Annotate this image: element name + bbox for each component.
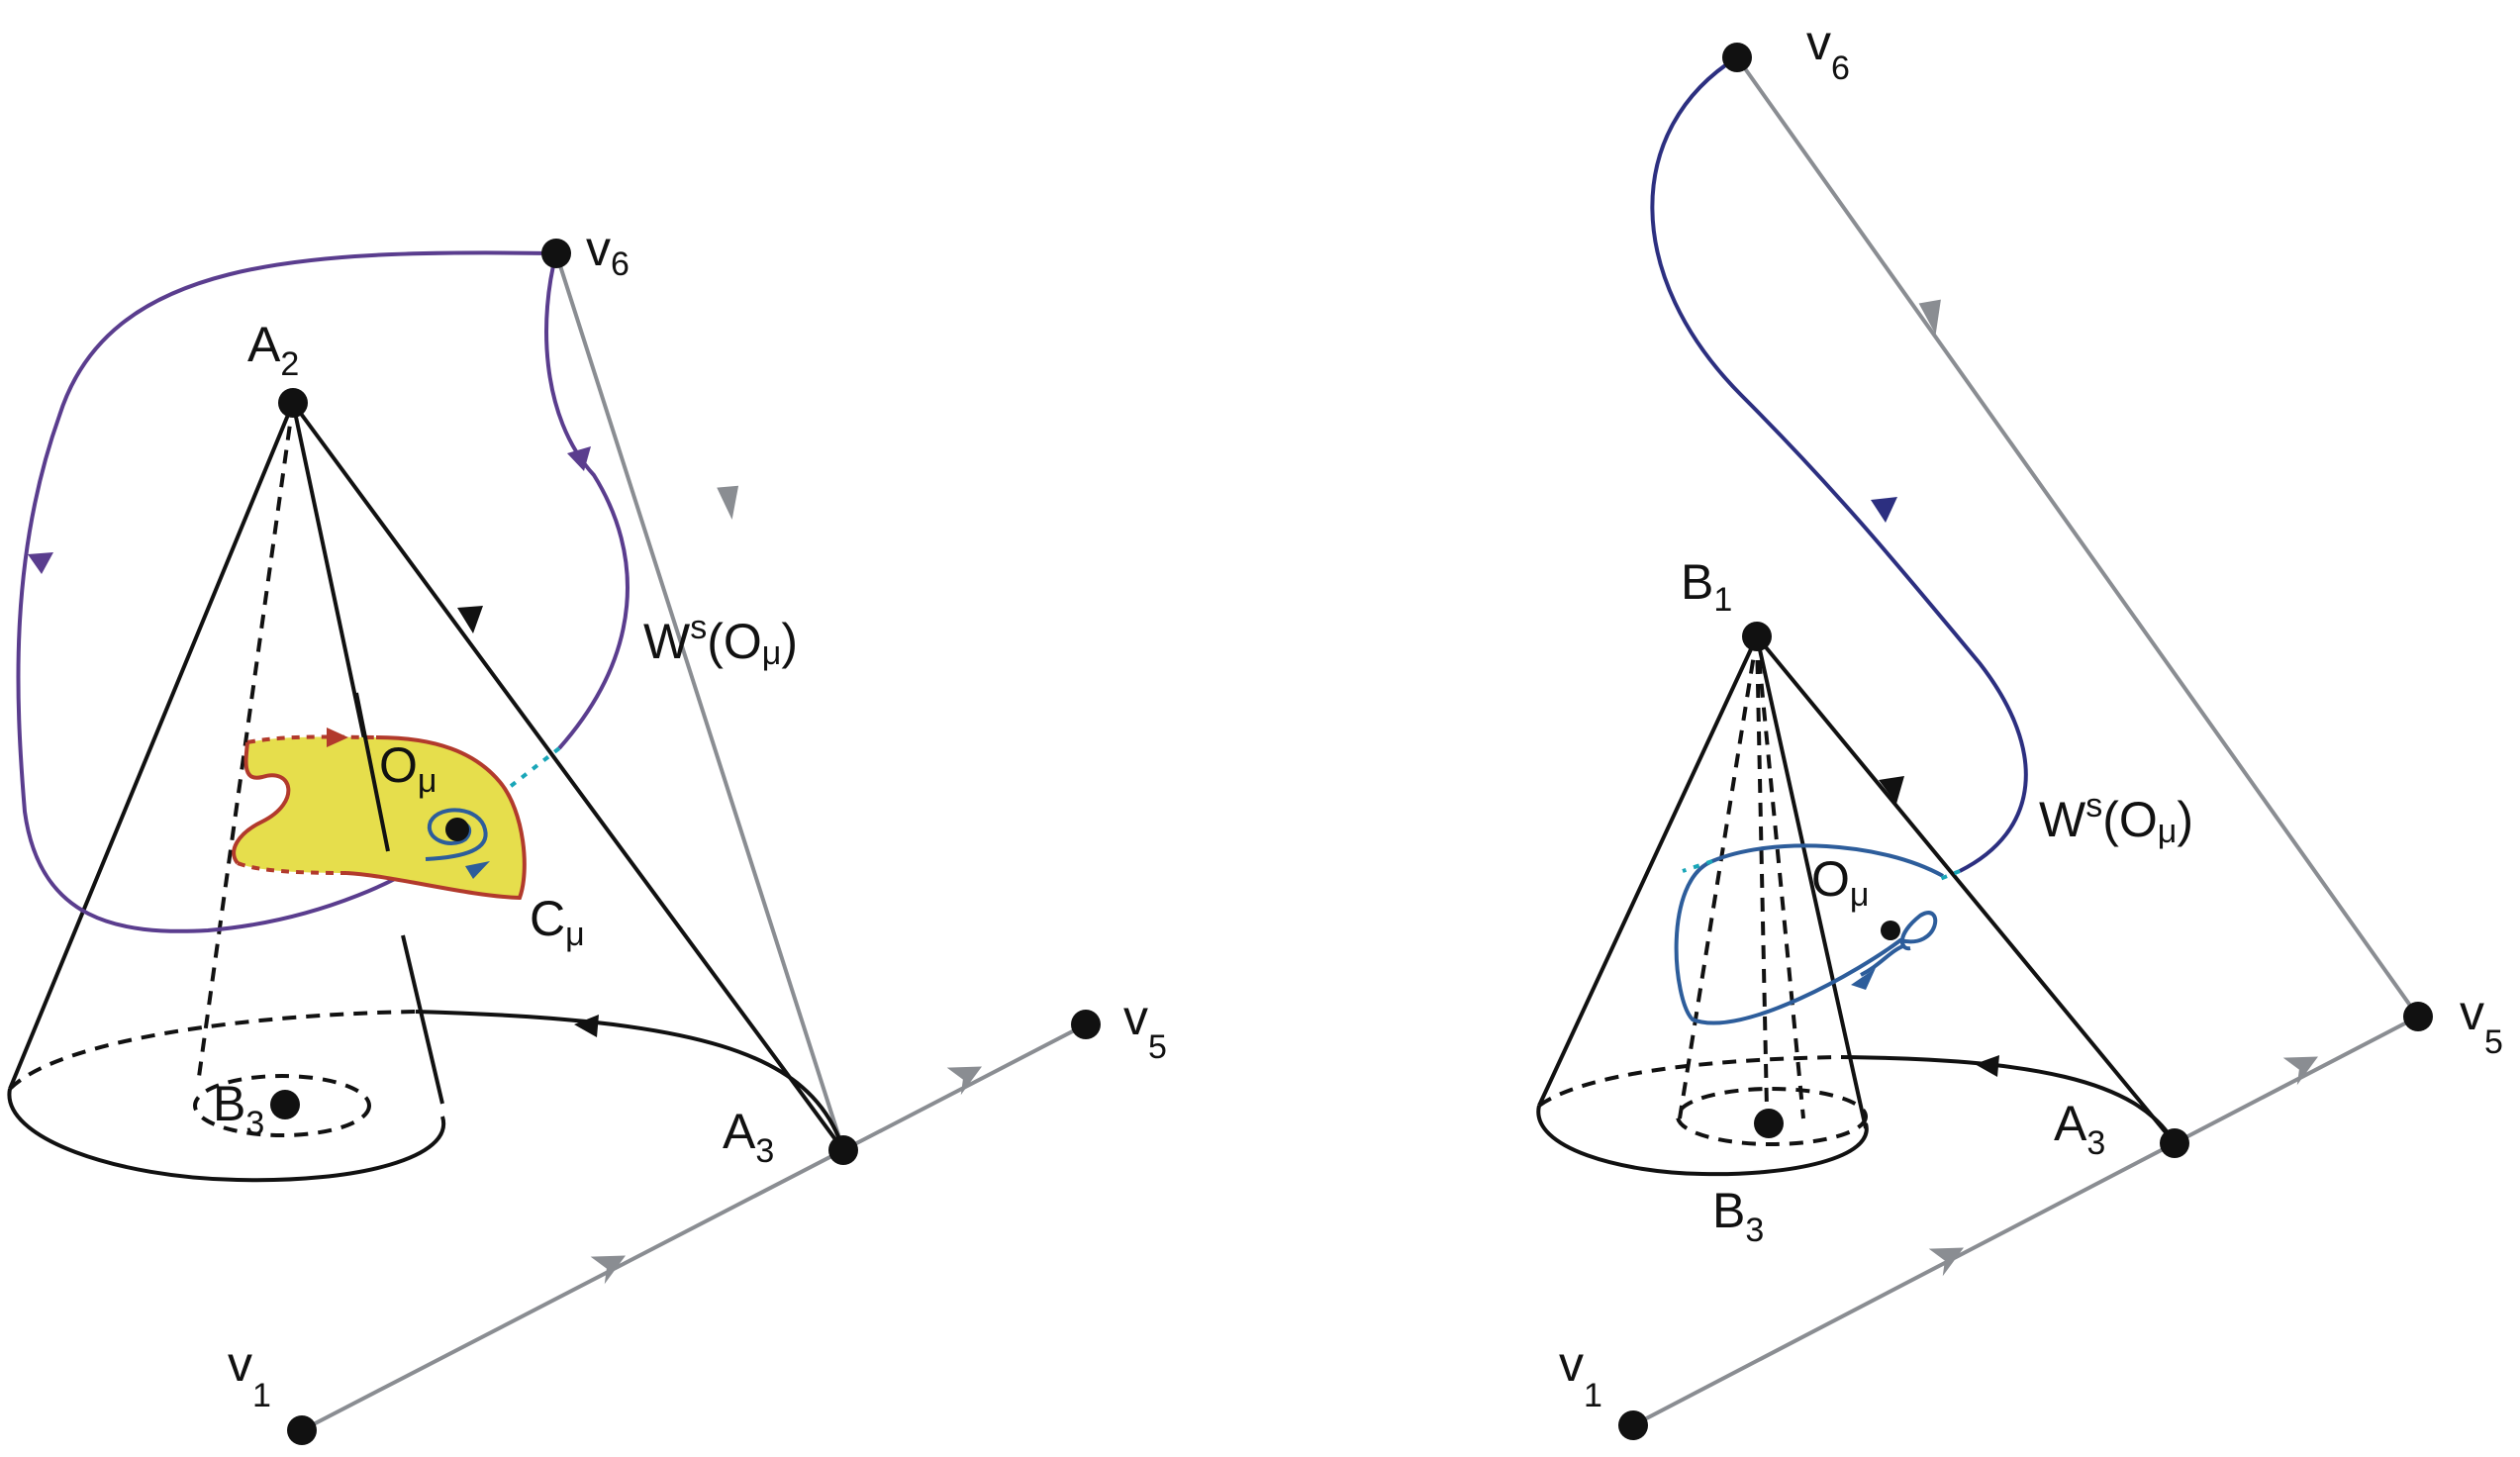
right-trajectory-a3-to-cone xyxy=(1840,1055,2177,1144)
left-label-c-mu: Cμ xyxy=(530,891,585,953)
left-spiral xyxy=(425,808,488,861)
right-label-a3: A3 xyxy=(2054,1096,2105,1162)
left-point-b3 xyxy=(270,1090,300,1119)
left-cone-edge-over-region xyxy=(354,692,390,852)
right-dotted-link xyxy=(1939,869,1961,881)
left-connection-v1-a3 xyxy=(301,1148,844,1432)
left-arrow-v1-a3 xyxy=(590,1255,627,1285)
right-arrow-spiral xyxy=(1851,968,1876,990)
right-arrow-v6-v5 xyxy=(1918,299,1941,335)
left-arrow-a3-v5 xyxy=(946,1066,983,1096)
right-spiral xyxy=(1674,843,1944,1025)
left-label-a2: A2 xyxy=(247,317,299,383)
left-label-v1: v1 xyxy=(228,1336,271,1414)
right-stable-manifold xyxy=(1650,55,2028,873)
right-label-v5: v5 xyxy=(2460,985,2503,1061)
right-label-v1: v1 xyxy=(1559,1336,1602,1414)
left-label-o-mu: Oμ xyxy=(379,737,437,800)
right-point-v6 xyxy=(1722,43,1752,72)
left-label-v6: v6 xyxy=(586,221,630,283)
left-panel: v6 A2 Ws(Oμ) Oμ Cμ v5 B3 A3 v1 xyxy=(7,221,1167,1445)
right-connection-v1-a3 xyxy=(1632,1141,2176,1427)
right-point-v5 xyxy=(2403,1002,2433,1031)
left-connection-v6-a3 xyxy=(554,252,845,1151)
right-arrow-v1-a3 xyxy=(1928,1247,1965,1277)
left-arrow-a2-a3 xyxy=(457,606,483,633)
right-point-a3 xyxy=(2160,1128,2189,1158)
left-point-a3 xyxy=(828,1135,858,1165)
right-point-o-mu xyxy=(1881,921,1900,940)
left-point-v6 xyxy=(541,239,571,268)
right-connection-a3-v5 xyxy=(2174,1015,2419,1145)
left-dotted-link xyxy=(508,746,561,789)
left-point-v1 xyxy=(287,1415,317,1445)
left-label-b3: B3 xyxy=(213,1076,264,1142)
right-point-v1 xyxy=(1618,1410,1648,1440)
left-arrow-purple-1 xyxy=(28,552,53,574)
left-region-c-mu-dashed-edge xyxy=(237,734,377,875)
left-region-c-mu-solid-edge xyxy=(232,735,527,901)
right-label-b3: B3 xyxy=(1712,1183,1764,1249)
left-arrow-spiral xyxy=(465,861,490,879)
left-trajectory-a3-to-cone xyxy=(415,1010,845,1151)
left-arrow-cone-trajectory xyxy=(574,1015,599,1037)
right-arrow-b1-a3 xyxy=(1879,776,1904,804)
left-arrow-red xyxy=(327,728,348,747)
right-label-v6: v6 xyxy=(1806,15,1850,87)
right-arrow-a3-v5 xyxy=(2282,1056,2319,1086)
left-stable-manifold-inner xyxy=(544,252,630,750)
right-cone xyxy=(1536,634,2177,1177)
left-arrow-v6-a3 xyxy=(717,485,739,520)
left-point-v5 xyxy=(1071,1010,1101,1039)
left-label-a3: A3 xyxy=(723,1104,774,1170)
right-point-b3 xyxy=(1754,1109,1784,1138)
left-label-ws: Ws(Oμ) xyxy=(643,609,798,672)
right-label-b1: B1 xyxy=(1681,554,1732,619)
left-point-a2 xyxy=(278,388,308,418)
right-spiral-tail xyxy=(1860,943,1906,977)
right-panel: v6 B1 Ws(Oμ) Oμ v5 A3 B3 v1 xyxy=(1536,15,2503,1440)
left-label-v5: v5 xyxy=(1123,990,1167,1066)
right-connection-v6-v5 xyxy=(1735,55,2420,1019)
right-label-o-mu: Oμ xyxy=(1811,851,1870,914)
right-arrow-cone-trajectory xyxy=(1975,1055,1999,1077)
right-label-ws: Ws(Oμ) xyxy=(2039,787,2193,850)
right-dotted-link-2 xyxy=(1682,859,1713,873)
left-arrow-purple-2 xyxy=(567,446,591,471)
right-point-b1 xyxy=(1742,622,1772,651)
left-stable-manifold-outer xyxy=(16,250,557,933)
left-point-o-mu xyxy=(445,818,469,841)
right-arrow-navy xyxy=(1871,497,1897,523)
